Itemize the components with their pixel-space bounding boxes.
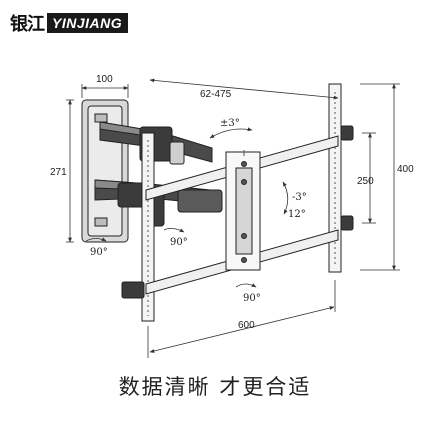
wall-plate-height-label: 271	[50, 167, 67, 178]
inner-height-label: 250	[357, 176, 374, 187]
vertical-rail-right	[328, 83, 354, 273]
tilt-up-angle-label: -3°	[292, 192, 307, 203]
outer-height-label: 400	[397, 164, 414, 175]
wall-arm-swivel-label: 90°	[90, 247, 108, 258]
width-dimension-label: 600	[238, 320, 255, 331]
center-plate	[225, 150, 261, 271]
tilt-down-angle-label: 12°	[288, 209, 306, 220]
extension-dimension-label: 62-475	[200, 89, 232, 100]
brand-name-cn: 银江	[10, 14, 45, 35]
caption-text: 数据清晰 才更合适	[118, 375, 312, 399]
brand-name-en: YINJIANG	[47, 13, 129, 33]
wall-plate	[81, 99, 129, 243]
head-swivel-label: 90°	[243, 293, 261, 304]
level-angle-label: ±3°	[220, 118, 240, 129]
brand-logo: 银江 YINJIANG	[10, 12, 129, 35]
mid-arm-swivel-label: 90°	[170, 237, 188, 248]
depth-dimension-label: 100	[96, 74, 113, 85]
